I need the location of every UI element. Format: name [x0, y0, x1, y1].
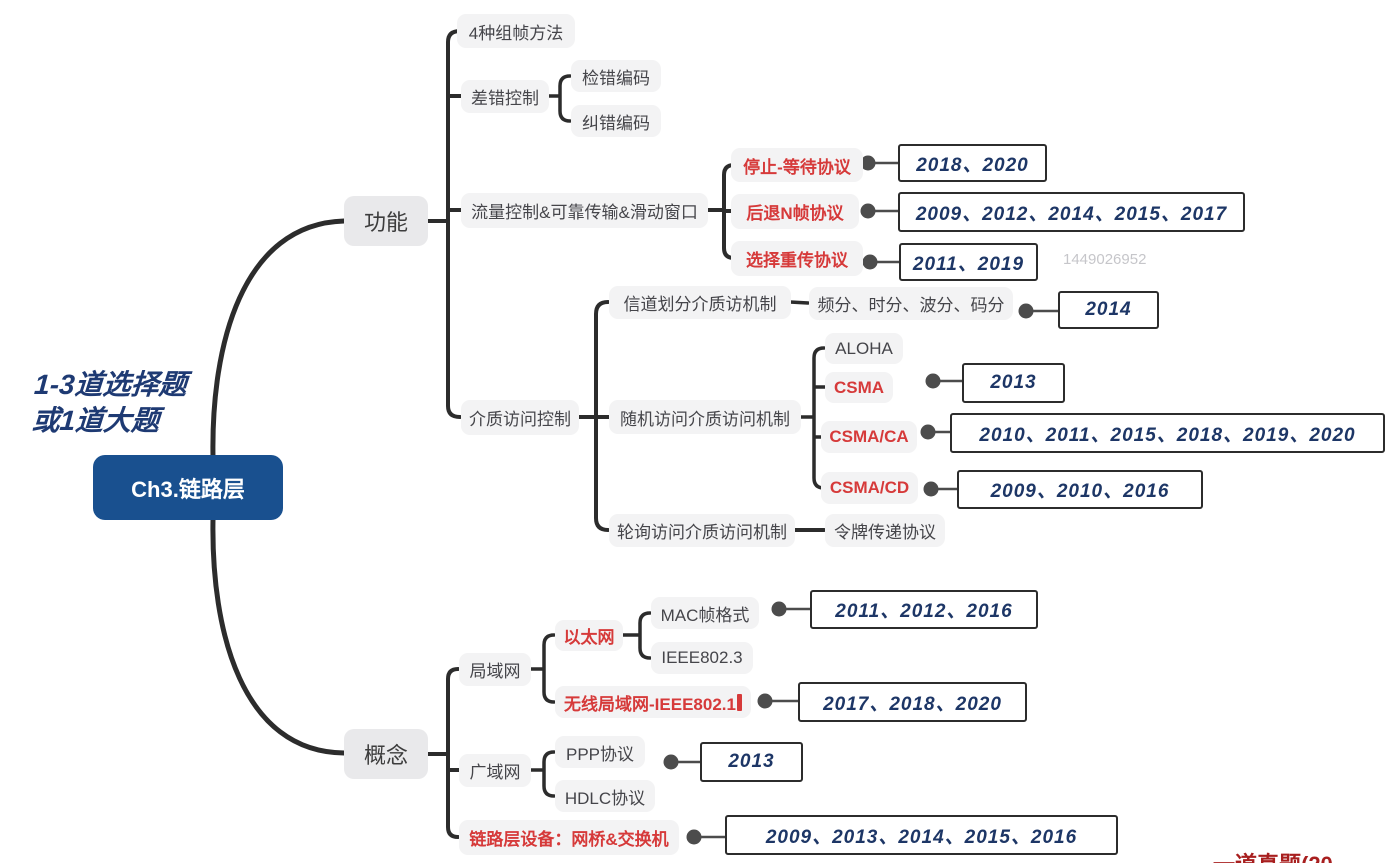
root-node-ch3-link-layer[interactable]: Ch3.链路层: [93, 455, 283, 520]
wlan-label: 无线局域网-IEEE802.1: [564, 694, 736, 714]
node-csma-ca[interactable]: CSMA/CA: [821, 421, 917, 453]
annotation-line-1: 1-3道选择题: [33, 369, 188, 400]
corner-note-clipped: 一道真题(20: [1213, 850, 1389, 863]
exam-frequency-annotation: 1-3道选择题 或1道大题: [30, 367, 188, 439]
node-flow-control-sliding-window[interactable]: 流量控制&可靠传输&滑动窗口: [461, 193, 708, 228]
node-hdlc-protocol[interactable]: HDLC协议: [555, 780, 655, 812]
year-links: [671, 161, 1058, 839]
node-link-layer-devices[interactable]: 链路层设备：网桥&交换机: [459, 820, 679, 855]
corner-note-text: 一道真题(20: [1213, 852, 1333, 863]
annotation-line-2: 或1道大题: [30, 405, 161, 436]
node-wan[interactable]: 广域网: [459, 754, 531, 787]
yearbox-go-back-n[interactable]: 2009、2012、2014、2015、2017: [898, 192, 1245, 232]
node-lan[interactable]: 局域网: [459, 653, 531, 686]
node-framing-methods[interactable]: 4种组帧方法: [457, 14, 575, 48]
yearbox-wlan[interactable]: 2017、2018、2020: [798, 682, 1027, 722]
node-error-correction-coding[interactable]: 纠错编码: [571, 105, 661, 137]
trunk-curve-up: [210, 218, 347, 460]
trunk-curve-down: [210, 516, 347, 756]
node-token-passing-protocol[interactable]: 令牌传递协议: [825, 514, 945, 547]
node-aloha[interactable]: ALOHA: [825, 333, 903, 364]
node-ppp-protocol[interactable]: PPP协议: [555, 736, 645, 768]
node-error-control[interactable]: 差错控制: [461, 80, 549, 113]
bracket-gainian: [426, 667, 462, 839]
node-stop-and-wait-protocol[interactable]: 停止-等待协议: [731, 148, 863, 182]
bracket-gongneng: [426, 29, 464, 419]
yearbox-csma-cd[interactable]: 2009、2010、2016: [957, 470, 1203, 509]
bracket-jiezhi: [576, 300, 612, 532]
node-csma[interactable]: CSMA: [825, 372, 893, 403]
yearbox-mac-frame[interactable]: 2011、2012、2016: [810, 590, 1038, 629]
node-medium-access-control[interactable]: 介质访问控制: [461, 400, 579, 435]
node-fdm-tdm-wdm-cdm[interactable]: 频分、时分、波分、码分: [809, 287, 1013, 320]
node-mac-frame-format[interactable]: MAC帧格式: [651, 597, 759, 629]
branch-node-functions[interactable]: 功能: [344, 196, 428, 246]
node-selective-repeat-protocol[interactable]: 选择重传协议: [731, 241, 863, 276]
bracket-chacuo: [546, 74, 572, 123]
node-error-detection-coding[interactable]: 检错编码: [571, 60, 661, 92]
text-cursor-bar: [736, 693, 742, 711]
node-ieee802-3[interactable]: IEEE802.3: [651, 642, 753, 674]
node-ethernet[interactable]: 以太网: [555, 620, 623, 651]
link-xindao-pinfen: [788, 300, 810, 305]
yearbox-ppp[interactable]: 2013: [700, 742, 803, 782]
yearbox-csma[interactable]: 2013: [962, 363, 1065, 403]
node-csma-cd[interactable]: CSMA/CD: [821, 472, 918, 504]
node-wlan-ieee802-11[interactable]: 无线局域网-IEEE802.1: [555, 686, 751, 718]
bracket-yitaiwang: [620, 611, 652, 660]
watermark-id: 1449026952: [1063, 251, 1147, 268]
bracket-guangyu: [528, 750, 556, 798]
yearbox-stop-and-wait[interactable]: 2018、2020: [898, 144, 1047, 182]
node-polling-access[interactable]: 轮询访问介质访问机制: [609, 514, 795, 547]
yearbox-csma-ca[interactable]: 2010、2011、2015、2018、2019、2020: [950, 413, 1385, 453]
node-go-back-n-protocol[interactable]: 后退N帧协议: [731, 194, 859, 229]
bracket-suiji: [798, 346, 828, 490]
year-link-dots: [663, 155, 1034, 845]
yearbox-selective-repeat[interactable]: 2011、2019: [899, 243, 1038, 281]
yearbox-channel-partition[interactable]: 2014: [1058, 291, 1159, 329]
bracket-juyuwang: [528, 633, 556, 704]
branch-node-concepts[interactable]: 概念: [344, 729, 428, 779]
yearbox-link-layer-devices[interactable]: 2009、2013、2014、2015、2016: [725, 815, 1118, 855]
node-channel-partition-access[interactable]: 信道划分介质访机制: [609, 286, 791, 319]
node-random-access[interactable]: 随机访问介质访问机制: [609, 400, 801, 434]
bracket-liuliang: [705, 163, 736, 260]
